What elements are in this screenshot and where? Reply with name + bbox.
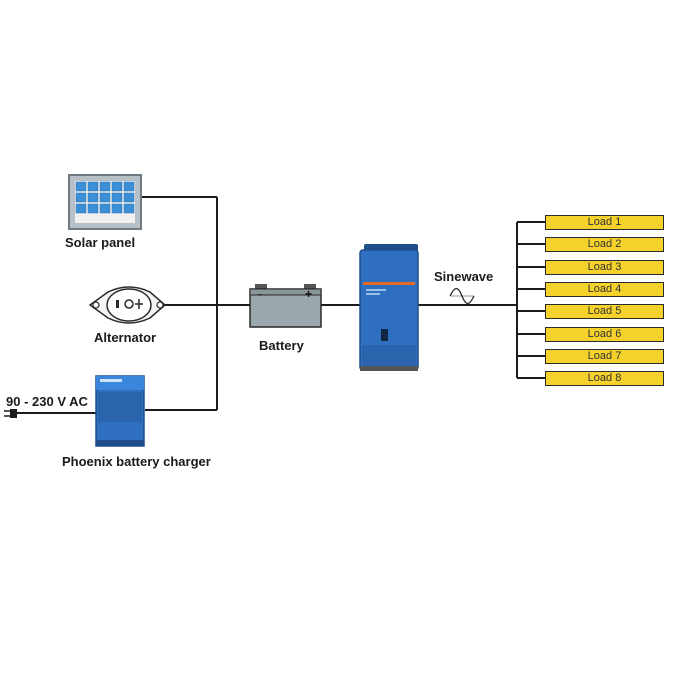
load-box-7: Load 7: [545, 349, 664, 364]
charger-label: Phoenix battery charger: [62, 454, 211, 469]
solar-panel-icon: [68, 174, 142, 230]
battery-icon: [249, 284, 322, 328]
ac-input-label: 90 - 230 V AC: [6, 394, 88, 409]
load-box-4: Load 4: [545, 282, 664, 297]
load-box-8: Load 8: [545, 371, 664, 386]
battery-label: Battery: [259, 338, 304, 353]
load-box-2: Load 2: [545, 237, 664, 252]
charger-icon: [95, 375, 145, 447]
load-box-1: Load 1: [545, 215, 664, 230]
load-box-6: Load 6: [545, 327, 664, 342]
battery-plus-terminal: +: [305, 287, 313, 301]
alternator-icon: [88, 286, 167, 324]
load-box-5: Load 5: [545, 304, 664, 319]
sinewave-label: Sinewave: [434, 269, 494, 284]
plug-icon: [4, 409, 17, 418]
sinewave-icon: [449, 287, 475, 305]
inverter-icon: [359, 244, 419, 371]
battery-minus-terminal: -: [258, 287, 262, 301]
load-box-3: Load 3: [545, 260, 664, 275]
solar-panel-label: Solar panel: [65, 235, 136, 250]
alternator-label: Alternator: [94, 330, 157, 345]
